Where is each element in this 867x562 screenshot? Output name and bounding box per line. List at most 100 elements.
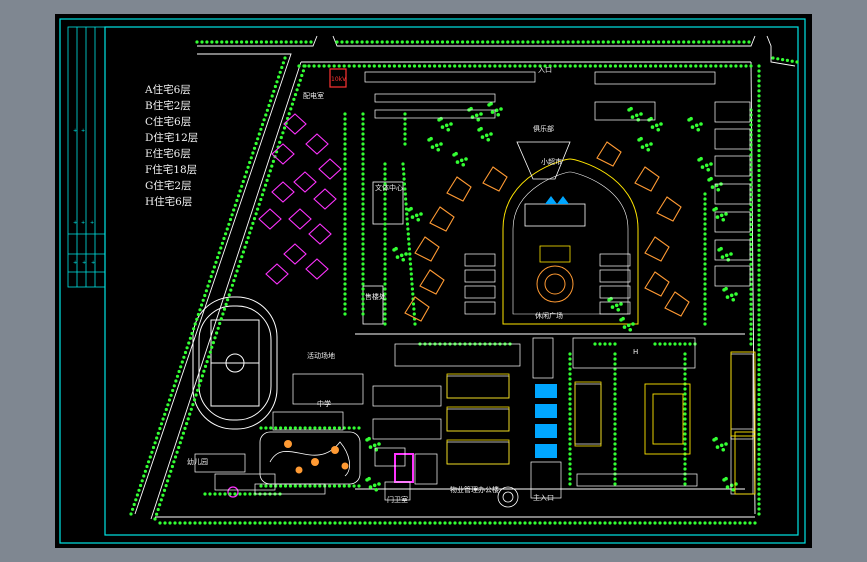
tree (342, 484, 346, 488)
tree (631, 40, 636, 44)
tree (757, 159, 761, 163)
tree-cluster (690, 125, 695, 129)
tree (568, 412, 572, 416)
pink-path (394, 453, 414, 483)
tree-cluster (646, 147, 651, 152)
tree (717, 40, 721, 44)
tree (753, 521, 757, 525)
legend-item-a: A住宅6层 (145, 84, 191, 96)
title-block (67, 26, 106, 288)
tree (576, 40, 580, 44)
tree (613, 521, 617, 525)
tree (683, 372, 687, 376)
tree (218, 492, 222, 496)
tree-cluster (696, 127, 701, 132)
building-block (446, 441, 510, 465)
tree (417, 64, 422, 68)
tree (757, 457, 761, 461)
tree (167, 398, 172, 402)
tree (757, 69, 761, 73)
tree (568, 442, 572, 446)
tree (343, 187, 347, 191)
tree (757, 422, 761, 426)
tree (181, 431, 185, 435)
building-block (714, 265, 751, 287)
tree (350, 40, 354, 44)
tree (383, 252, 387, 256)
tree (257, 132, 261, 136)
tree (190, 331, 194, 336)
tree (201, 298, 205, 302)
tree (383, 197, 387, 201)
tree (613, 387, 617, 391)
tree (757, 318, 761, 322)
tree (757, 397, 761, 402)
high-rise (644, 271, 670, 297)
tree (757, 84, 761, 88)
tree (357, 64, 361, 68)
tree (147, 460, 151, 464)
tree (216, 255, 220, 260)
tree (613, 442, 617, 446)
tree (288, 426, 292, 430)
tree (225, 227, 229, 231)
tree (360, 40, 364, 44)
tree (343, 142, 347, 146)
tree (643, 64, 648, 68)
label-kiosk: 售楼处 (365, 292, 386, 301)
tree (233, 521, 237, 525)
tree (757, 258, 761, 262)
building-block (714, 211, 751, 233)
tree-cluster (440, 125, 445, 129)
tree (428, 64, 432, 68)
tree (757, 383, 761, 387)
tree (172, 384, 176, 388)
tree (277, 75, 281, 79)
tree (232, 208, 236, 212)
tree (345, 40, 349, 44)
tree (313, 426, 317, 430)
tree (749, 322, 753, 326)
tree (213, 336, 217, 340)
tree-cluster (490, 110, 495, 114)
label-club: 俱乐部 (533, 124, 554, 133)
tree (493, 64, 497, 68)
tree (264, 426, 268, 430)
tree (503, 521, 507, 525)
tree (757, 248, 761, 252)
tree (689, 64, 693, 68)
tree (343, 312, 347, 316)
tree (703, 287, 707, 291)
tree (613, 357, 617, 361)
cad-viewport[interactable]: ++ +++ +++ (55, 14, 812, 548)
tree-cluster (721, 217, 726, 222)
tree (628, 64, 633, 68)
tree (177, 445, 181, 450)
tree (404, 197, 408, 201)
tree (243, 521, 247, 525)
tree (228, 521, 232, 525)
tree (347, 484, 351, 488)
tree (343, 167, 347, 171)
building-block (374, 93, 496, 103)
tree (387, 64, 391, 68)
tree (264, 113, 268, 117)
label-kindergarten: 幼儿园 (187, 457, 208, 466)
tree (757, 368, 761, 372)
tree-cluster (436, 147, 441, 152)
tree (443, 521, 447, 525)
tree (222, 236, 226, 241)
tree (361, 252, 365, 256)
tree (228, 492, 232, 496)
tree (388, 521, 392, 525)
tree (697, 40, 701, 44)
tree (196, 388, 200, 392)
tree (347, 426, 351, 430)
tree (568, 387, 572, 391)
tree-cluster (486, 137, 491, 142)
tree (362, 64, 366, 68)
tree (262, 118, 266, 122)
tree (662, 40, 666, 44)
tree (703, 247, 707, 251)
tree (168, 521, 172, 525)
